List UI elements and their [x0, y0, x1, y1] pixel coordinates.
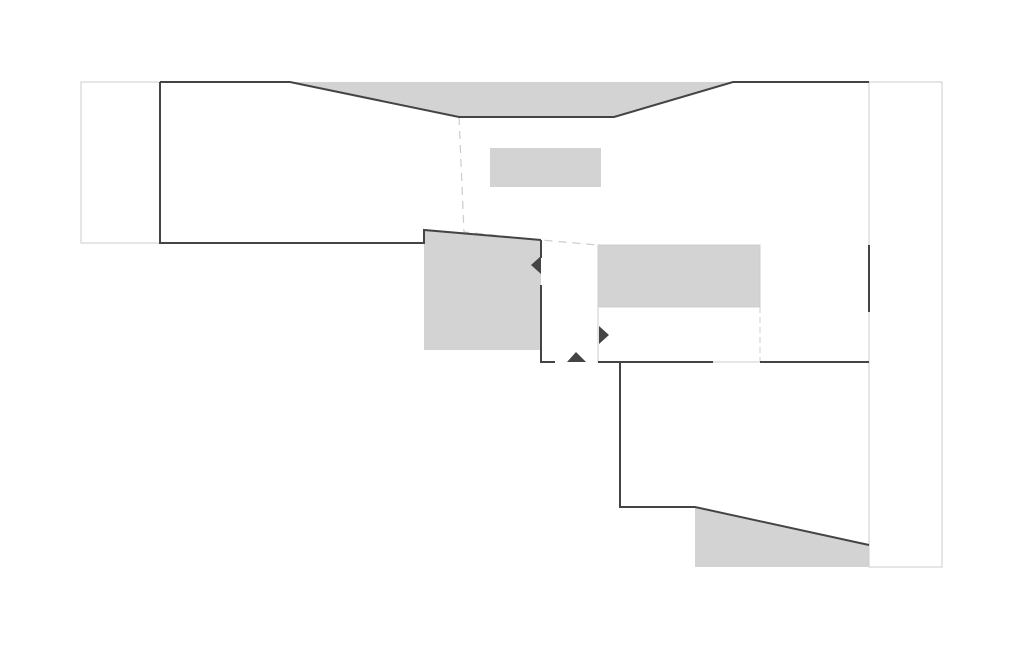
top-wall: [160, 81, 869, 118]
corridor-room-outline: [597, 307, 760, 363]
bottom-shaded-area: [695, 507, 869, 567]
center-shaded-block: [490, 148, 601, 187]
left-outer-zone: [80, 81, 161, 244]
lower-wall: [619, 362, 870, 546]
arrow-up-icon: [567, 352, 586, 362]
arrow-left-icon: [531, 256, 541, 274]
left-shaded-area: [424, 230, 541, 350]
top-shaded-area: [290, 82, 733, 117]
right-outer-zone: [868, 81, 943, 568]
right-shaded-block-outline: [597, 244, 761, 308]
arrow-right-icon: [599, 326, 609, 344]
corridor-wall: [540, 285, 555, 363]
open-boundary-dashed: [458, 116, 599, 246]
left-wall: [159, 82, 542, 244]
right-shaded-block: [598, 245, 760, 307]
